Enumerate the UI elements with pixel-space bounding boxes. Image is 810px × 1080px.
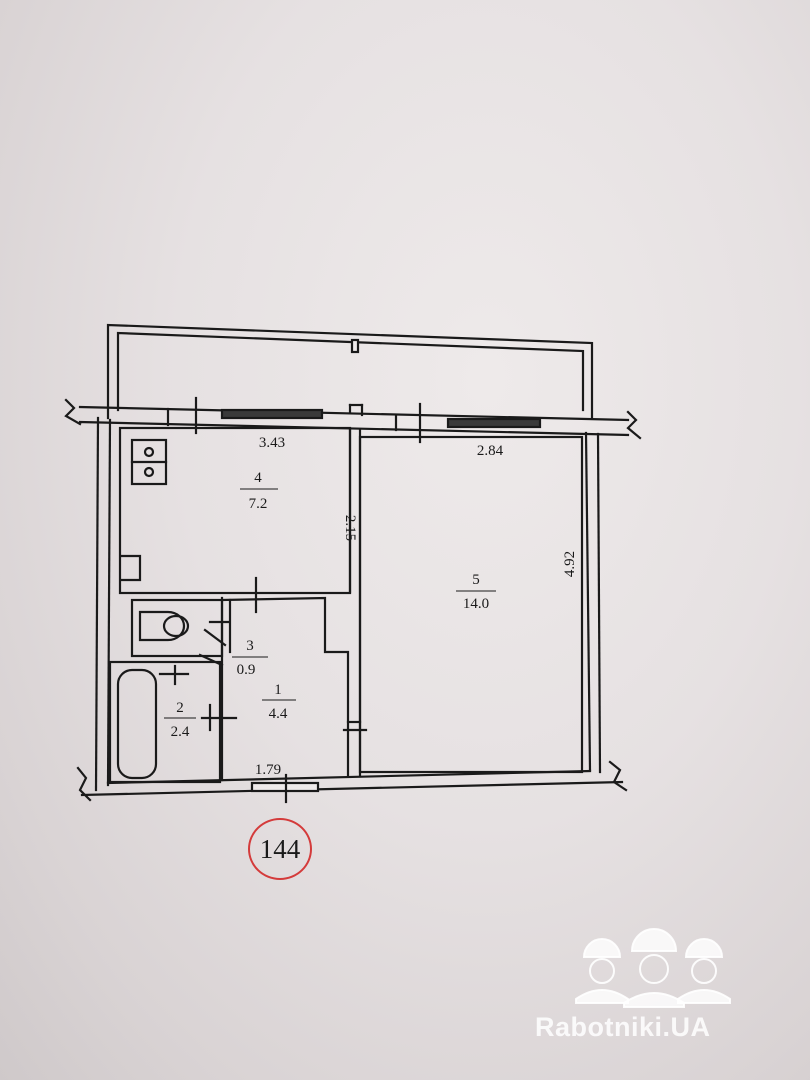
- toilet-walls: [130, 598, 230, 667]
- hallway-walls: [220, 576, 368, 782]
- svg-text:4: 4: [254, 470, 262, 486]
- room-label-1: 1 4.4: [262, 682, 296, 722]
- svg-text:4.4: 4.4: [269, 706, 288, 722]
- exterior-wall-left: [94, 416, 112, 792]
- room-5-walls: [358, 435, 584, 774]
- room-label-3: 3 0.9: [232, 638, 268, 678]
- balcony: [106, 323, 594, 420]
- svg-text:5: 5: [472, 572, 480, 588]
- svg-text:7.2: 7.2: [249, 496, 268, 512]
- watermark-text: Rabotniki.UA: [535, 1012, 711, 1042]
- svg-text:2.4: 2.4: [171, 724, 190, 740]
- plan-number: 144: [259, 833, 301, 864]
- dim-hall-width: 1.79: [255, 762, 281, 778]
- exterior-wall-top: [64, 396, 642, 444]
- dim-room-width: 2.84: [477, 443, 504, 459]
- exterior-wall-right: [584, 431, 602, 774]
- dim-kitchen-depth: 2.15: [342, 515, 358, 541]
- plan-number-circle: 144: [248, 818, 312, 880]
- dim-room-depth: 4.92: [562, 551, 578, 577]
- svg-text:3: 3: [246, 638, 254, 654]
- svg-text:1: 1: [274, 682, 282, 698]
- svg-text:0.9: 0.9: [237, 662, 256, 678]
- room-label-5: 5 14.0: [456, 572, 496, 612]
- dim-kitchen-width: 3.43: [259, 435, 285, 451]
- kitchen-walls: [118, 426, 352, 595]
- watermark-logo: [575, 928, 731, 1008]
- workers-helmet-icon: [575, 928, 731, 1008]
- room-label-4: 4 7.2: [240, 470, 278, 512]
- svg-text:2: 2: [176, 700, 184, 716]
- svg-text:14.0: 14.0: [463, 596, 489, 612]
- bathroom-walls: [108, 660, 238, 784]
- room-label-2: 2 2.4: [164, 700, 196, 740]
